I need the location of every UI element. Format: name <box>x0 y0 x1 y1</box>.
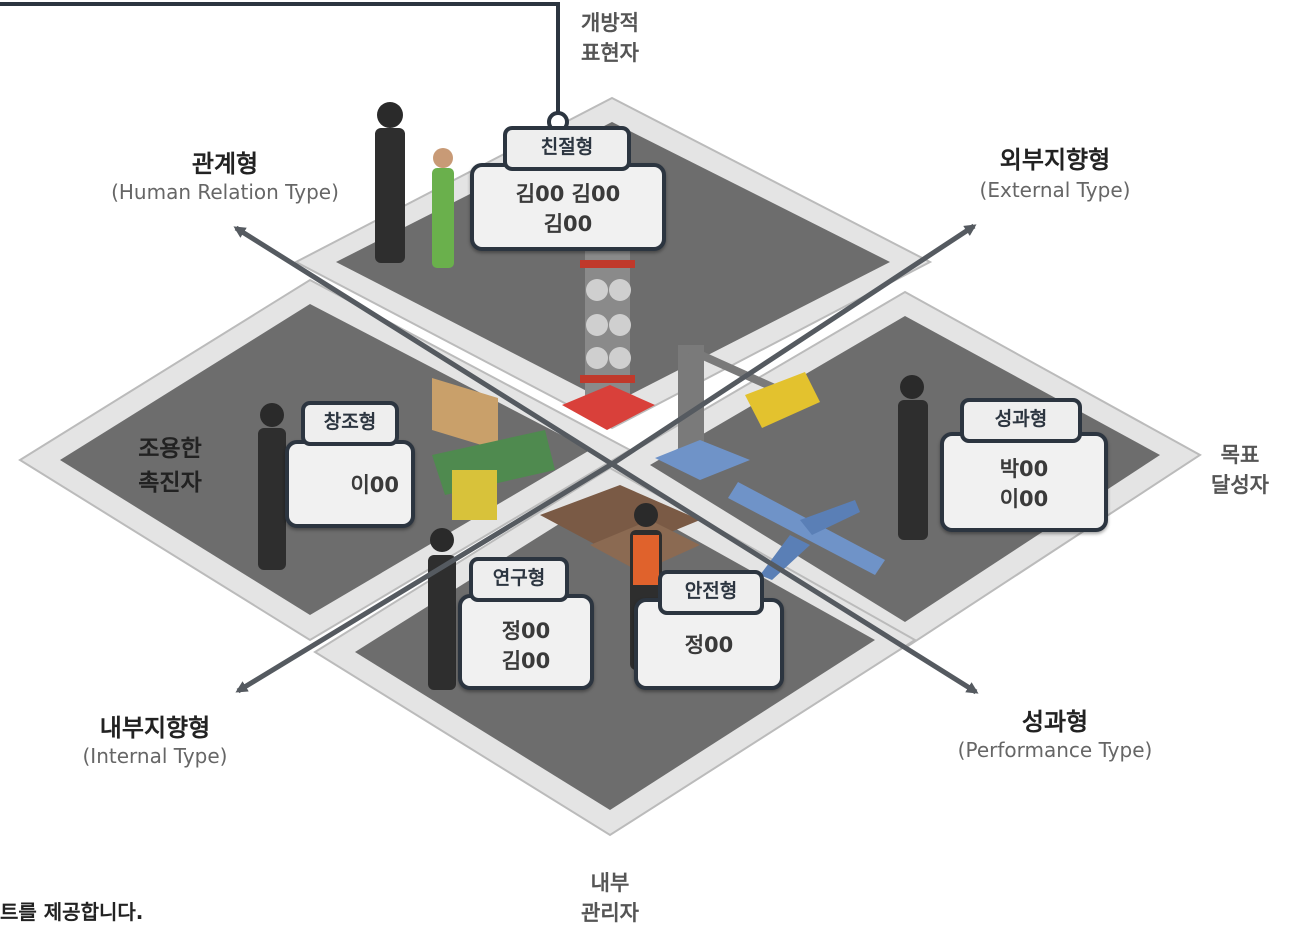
pole-label-bottom: 내부 관리자 <box>560 868 660 928</box>
card-friendly: 김00 김00 김00 <box>470 163 666 251</box>
pole-line: 개방적 <box>581 11 639 35</box>
card-names: 정00 김00 <box>462 616 590 676</box>
card-name: 정00 <box>501 619 551 643</box>
card-names: 이00 <box>289 470 411 500</box>
card-achievement: 박00 이00 <box>940 432 1108 532</box>
axis-arrow-external <box>610 223 977 467</box>
axis-subtitle-internal: (Internal Type) <box>82 744 228 768</box>
axis-subtitle-performance: (Performance Type) <box>957 738 1153 762</box>
tag-creative: 창조형 <box>301 401 399 446</box>
axis-title-external: 외부지향형 <box>999 146 1111 174</box>
pole-line: 달성자 <box>1211 473 1269 497</box>
airplane-illustration <box>728 482 885 580</box>
crane-illustration <box>655 345 820 480</box>
footer-note: 트를 제공합니다. <box>0 900 144 924</box>
pole-label-right: 목표 달성자 <box>1190 440 1290 500</box>
card-names: 정00 <box>638 630 780 660</box>
axis-arrow-internal <box>235 461 614 694</box>
card-creative: 이00 <box>285 440 415 528</box>
tag-safety: 안전형 <box>658 570 764 615</box>
connector-line <box>0 2 560 120</box>
card-name: 김00 <box>501 649 551 673</box>
axis-title-human-relation: 관계형 <box>191 150 259 178</box>
axis-arrow-performance <box>610 461 979 695</box>
axis-arrow-human-relation <box>233 225 614 467</box>
card-name: 이00 <box>999 487 1049 511</box>
card-name: 김00 <box>543 212 593 236</box>
axis-title-internal: 내부지향형 <box>99 714 211 742</box>
card-name: 이00 <box>350 473 399 497</box>
card-names: 김00 김00 김00 <box>474 179 662 239</box>
card-names: 박00 이00 <box>944 454 1104 514</box>
crates-illustration <box>432 378 555 520</box>
pole-line: 표현자 <box>581 41 639 65</box>
card-research: 정00 김00 <box>458 594 594 690</box>
tag-friendly: 친절형 <box>503 126 631 171</box>
card-name: 정00 <box>684 633 734 657</box>
card-name: 김00 김00 <box>515 182 621 206</box>
axis-title-performance: 성과형 <box>1021 708 1089 736</box>
pole-line: 촉진자 <box>138 470 202 496</box>
tag-achievement: 성과형 <box>960 398 1082 443</box>
pole-label-left: 조용한 촉진자 <box>110 432 230 500</box>
tower-illustration <box>562 250 655 430</box>
pole-line: 관리자 <box>581 901 639 925</box>
pole-line: 목표 <box>1220 443 1260 467</box>
axis-subtitle-external: (External Type) <box>979 178 1131 202</box>
pole-line: 조용한 <box>138 436 202 462</box>
pole-line: 내부 <box>590 871 630 895</box>
pole-label-top: 개방적 표현자 <box>560 8 660 68</box>
tag-research: 연구형 <box>469 557 569 602</box>
axis-subtitle-human-relation: (Human Relation Type) <box>111 180 339 204</box>
card-name: 박00 <box>999 457 1049 481</box>
